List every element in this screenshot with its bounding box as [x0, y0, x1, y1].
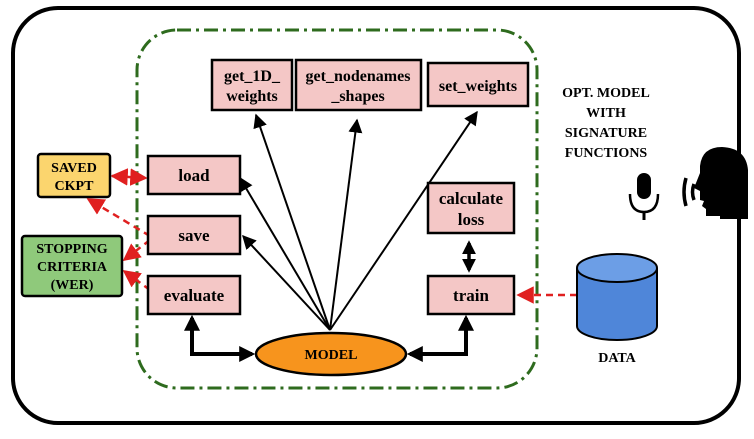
calculate-loss-line2: loss — [458, 210, 485, 229]
opt-model-line3: SIGNATURE — [565, 126, 647, 141]
opt-model-region — [135, 28, 539, 390]
arrow-model-to-get-nodenames — [329, 118, 363, 331]
stopping-line2: CRITERIA — [37, 260, 108, 275]
evaluate-label: evaluate — [164, 286, 225, 305]
saved-ckpt-line1: SAVED — [51, 161, 97, 176]
box-save: save — [146, 214, 242, 256]
speaking-head-icon — [682, 147, 748, 219]
red-arrow-save-stopping — [122, 239, 151, 262]
box-evaluate: evaluate — [146, 274, 242, 316]
arrow-model-to-load — [239, 176, 331, 331]
box-stopping-criteria: STOPPING CRITERIA (WER) — [20, 234, 124, 298]
box-get-1d-weights: get_1D_ weights — [210, 58, 294, 112]
red-arrow-ckpt-load — [110, 168, 148, 186]
model-label: MODEL — [305, 348, 358, 363]
stopping-line1: STOPPING — [36, 242, 107, 257]
box-load: load — [146, 154, 242, 196]
get-nodenames-line2: _shapes — [330, 88, 384, 105]
opt-model-line1: OPT. MODEL — [562, 86, 650, 101]
arrow-model-to-save — [242, 234, 331, 331]
arrow-evaluate-model — [184, 314, 256, 362]
data-label: DATA — [598, 351, 636, 366]
set-weights-label: set_weights — [439, 78, 517, 95]
stopping-line3: (WER) — [51, 278, 94, 293]
red-arrow-save-ckpt — [86, 197, 151, 238]
box-train: train — [426, 274, 516, 316]
red-arrow-evaluate-stopping — [122, 269, 151, 292]
get-nodenames-line1: get_nodenames — [306, 68, 411, 85]
calculate-loss-line1: calculate — [439, 189, 504, 208]
get-1d-weights-line1: get_1D_ — [224, 68, 281, 85]
load-label: load — [178, 166, 210, 185]
train-label: train — [453, 286, 489, 305]
opt-model-line2: WITH — [586, 106, 626, 121]
arrow-train-model — [406, 314, 474, 362]
microphone-icon — [628, 173, 660, 220]
saved-ckpt-line2: CKPT — [55, 179, 95, 194]
save-label: save — [178, 226, 210, 245]
opt-model-line4: FUNCTIONS — [565, 146, 648, 161]
arrow-model-to-get-1d-weights — [253, 113, 331, 331]
model-node: MODEL — [254, 331, 408, 377]
arrow-model-to-set-weights — [329, 110, 478, 331]
data-cylinder-icon — [576, 253, 658, 341]
opt-model-label: OPT. MODEL WITH SIGNATURE FUNCTIONS — [562, 86, 650, 161]
box-saved-ckpt: SAVED CKPT — [36, 152, 112, 199]
box-get-nodenames-shapes: get_nodenames _shapes — [294, 58, 423, 112]
box-calculate-loss: calculate loss — [426, 181, 516, 235]
box-set-weights: set_weights — [426, 61, 530, 108]
get-1d-weights-line2: weights — [226, 88, 278, 105]
